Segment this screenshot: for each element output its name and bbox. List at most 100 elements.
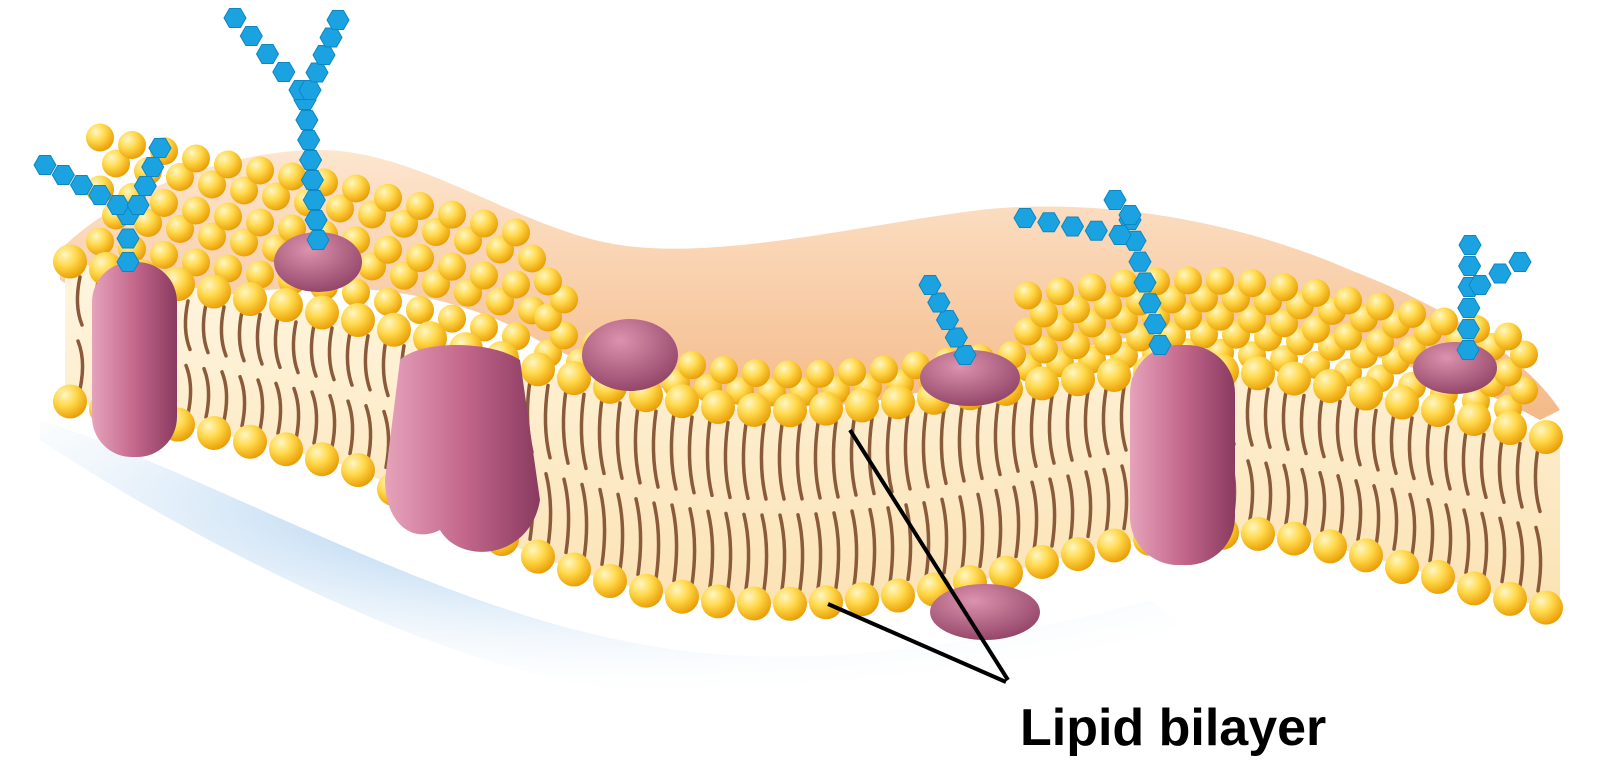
peripheral-protein: [930, 584, 1040, 640]
phospholipid-head: [278, 163, 306, 191]
phospholipid-head: [838, 358, 866, 386]
phospholipid-head: [1025, 366, 1059, 400]
phospholipid-head: [438, 253, 466, 281]
phospholipid-head: [678, 351, 706, 379]
phospholipid-head: [809, 392, 843, 426]
sugar-bead: [945, 328, 967, 347]
phospholipid-head: [1421, 393, 1455, 427]
sugar-bead: [296, 111, 318, 130]
phospholipid-head: [269, 288, 303, 322]
phospholipid-head: [1334, 287, 1362, 315]
sugar-bead: [149, 139, 171, 158]
phospholipid-head: [1529, 591, 1563, 625]
sugar-bead: [1489, 264, 1511, 283]
phospholipid-head: [86, 228, 114, 256]
phospholipid-head: [1061, 362, 1095, 396]
phospholipid-head: [806, 360, 834, 388]
phospholipid-head: [1493, 582, 1527, 616]
phospholipid-head: [214, 203, 242, 231]
sugar-bead: [1014, 209, 1036, 228]
phospholipid-head: [502, 271, 530, 299]
sugar-bead: [937, 311, 959, 330]
sugar-bead: [134, 177, 156, 196]
sugar-bead: [1104, 191, 1126, 210]
phospholipid-head: [1457, 571, 1491, 605]
phospholipid-head: [1529, 420, 1563, 454]
phospholipid-head: [1277, 362, 1311, 396]
phospholipid-head: [233, 282, 267, 316]
phospholipid-head: [86, 124, 114, 152]
phospholipid-head: [1366, 293, 1394, 321]
sugar-bead: [34, 156, 56, 175]
sugar-bead: [303, 191, 325, 210]
sugar-bead: [117, 253, 139, 272]
phospholipid-head: [1313, 529, 1347, 563]
phospholipid-head: [1398, 300, 1426, 328]
phospholipid-head: [438, 201, 466, 229]
sugar-bead: [1038, 213, 1060, 232]
phospholipid-head: [406, 244, 434, 272]
phospholipid-head: [881, 385, 915, 419]
phospholipid-head: [182, 145, 210, 173]
sugar-bead: [1109, 226, 1131, 245]
phospholipid-head: [557, 553, 591, 587]
phospholipid-head: [150, 189, 178, 217]
phospholipid-head: [374, 184, 402, 212]
phospholipid-head: [1302, 279, 1330, 307]
phospholipid-head: [1097, 528, 1131, 562]
sugar-bead: [298, 131, 320, 150]
sugar-bead: [117, 229, 139, 248]
phospholipid-head: [1421, 560, 1455, 594]
phospholipid-head: [521, 540, 555, 574]
phospholipid-head: [773, 587, 807, 621]
phospholipid-head: [53, 245, 87, 279]
phospholipid-head: [1025, 545, 1059, 579]
sugar-bead: [1139, 294, 1161, 313]
phospholipid-head: [737, 586, 771, 620]
sugar-bead: [1062, 217, 1084, 236]
phospholipid-head: [1493, 411, 1527, 445]
phospholipid-head: [502, 219, 530, 247]
phospholipid-head: [737, 393, 771, 427]
sugar-bead: [1134, 273, 1156, 292]
phospholipid-head: [629, 574, 663, 608]
sugar-bead: [52, 166, 74, 185]
phospholipid-head: [742, 359, 770, 387]
phospholipid-head: [665, 384, 699, 418]
phospholipid-head: [470, 210, 498, 238]
phospholipid-head: [406, 296, 434, 324]
phospholipid-head: [521, 352, 555, 386]
sugar-bead: [89, 186, 111, 205]
phospholipid-head: [1241, 356, 1275, 390]
phospholipid-head: [246, 209, 274, 237]
phospholipid-head: [374, 288, 402, 316]
phospholipid-head: [1494, 323, 1522, 351]
sugar-bead: [1144, 315, 1166, 334]
integral-protein: [92, 262, 177, 457]
phospholipid-head: [1110, 270, 1138, 298]
sugar-bead: [71, 176, 93, 195]
phospholipid-head: [197, 416, 231, 450]
sugar-bead: [1129, 252, 1151, 271]
phospholipid-head: [118, 131, 146, 159]
phospholipid-head: [1206, 267, 1234, 295]
phospholipid-head: [1270, 273, 1298, 301]
sugar-bead: [1085, 221, 1107, 240]
phospholipid-head: [1174, 266, 1202, 294]
phospholipid-head: [1097, 358, 1131, 392]
sugar-bead: [1509, 253, 1531, 272]
sugar-bead: [306, 63, 328, 82]
phospholipid-head: [1061, 537, 1095, 571]
phospholipid-head: [593, 564, 627, 598]
phospholipid-head: [1349, 538, 1383, 572]
phospholipid-head: [53, 385, 87, 419]
phospholipid-head: [1277, 522, 1311, 556]
sugar-bead: [107, 196, 129, 215]
sugar-bead: [301, 171, 323, 190]
phospholipid-head: [1014, 282, 1042, 310]
phospholipid-head: [701, 390, 735, 424]
sugar-bead: [257, 45, 279, 64]
sugar-bead: [224, 9, 246, 28]
phospholipid-head: [881, 579, 915, 613]
phospholipid-head: [305, 296, 339, 330]
